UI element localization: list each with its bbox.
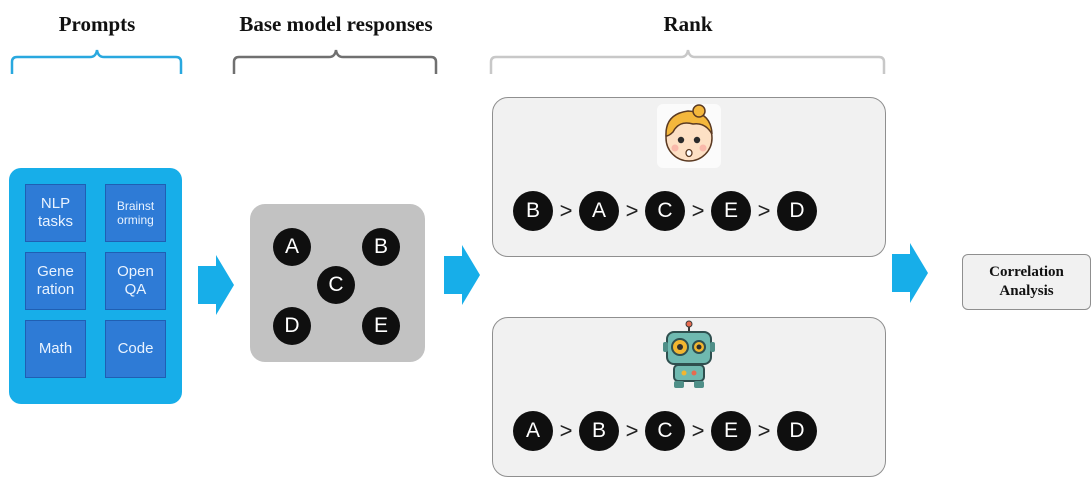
task-tile: Open QA bbox=[105, 252, 166, 310]
ranking-row-human: B > A > C > E > D bbox=[513, 191, 817, 231]
rank-node: A bbox=[513, 411, 553, 451]
rank-node: E bbox=[711, 191, 751, 231]
rank-node: B bbox=[513, 191, 553, 231]
responses-box: A B C D E bbox=[250, 204, 425, 362]
rank-brace bbox=[489, 49, 886, 74]
responses-heading: Base model responses bbox=[239, 12, 433, 36]
rank-panel-robot: A > B > C > E > D bbox=[492, 317, 886, 477]
prompts-heading: Prompts bbox=[58, 12, 136, 36]
robot-icon bbox=[663, 320, 715, 388]
rank-node: A bbox=[579, 191, 619, 231]
arrow-responses-to-rank bbox=[444, 245, 480, 305]
prompts-brace bbox=[10, 49, 183, 74]
task-tile: Brainst orming bbox=[105, 184, 166, 242]
task-tile: Code bbox=[105, 320, 166, 378]
greater-than-symbol: > bbox=[559, 198, 573, 223]
response-node-e: E bbox=[362, 307, 400, 345]
greater-than-symbol: > bbox=[691, 418, 705, 443]
task-label: Brainst orming bbox=[116, 198, 155, 227]
brace-connectors bbox=[10, 49, 886, 74]
greater-than-symbol: > bbox=[757, 418, 771, 443]
response-node-b: B bbox=[362, 228, 400, 266]
rank-heading: Rank bbox=[663, 12, 713, 36]
correlation-analysis-box: Correlation Analysis bbox=[962, 254, 1091, 310]
rank-panel-human: B > A > C > E > D bbox=[492, 97, 886, 257]
arrow-prompts-to-responses bbox=[198, 255, 234, 315]
task-label: Code bbox=[117, 340, 154, 357]
rank-node: D bbox=[777, 191, 817, 231]
task-tile: Gene ration bbox=[25, 252, 86, 310]
child-face-icon bbox=[657, 104, 721, 168]
ranking-row-robot: A > B > C > E > D bbox=[513, 411, 817, 451]
response-node-a: A bbox=[273, 228, 311, 266]
task-label: Open QA bbox=[117, 263, 154, 298]
response-node-d: D bbox=[273, 307, 311, 345]
rank-node: B bbox=[579, 411, 619, 451]
task-label: Gene ration bbox=[36, 263, 75, 298]
rank-node: C bbox=[645, 411, 685, 451]
rank-node: E bbox=[711, 411, 751, 451]
rank-node: D bbox=[777, 411, 817, 451]
responses-brace bbox=[232, 49, 438, 74]
task-label: NLP tasks bbox=[37, 195, 73, 230]
greater-than-symbol: > bbox=[625, 198, 639, 223]
greater-than-symbol: > bbox=[757, 198, 771, 223]
task-tile: Math bbox=[25, 320, 86, 378]
greater-than-symbol: > bbox=[559, 418, 573, 443]
rank-node: C bbox=[645, 191, 685, 231]
greater-than-symbol: > bbox=[691, 198, 705, 223]
response-node-c: C bbox=[317, 266, 355, 304]
greater-than-symbol: > bbox=[625, 418, 639, 443]
task-label: Math bbox=[38, 340, 73, 357]
arrow-rank-to-correlation bbox=[892, 243, 928, 303]
task-tile: NLP tasks bbox=[25, 184, 86, 242]
